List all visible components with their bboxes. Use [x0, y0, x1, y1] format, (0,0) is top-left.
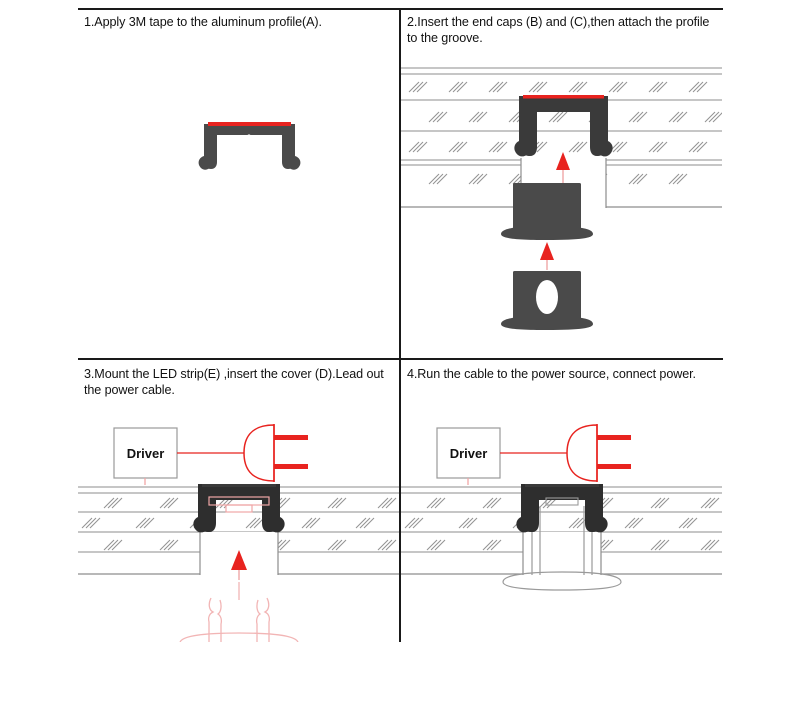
step-4-illustration: Driver — [401, 360, 722, 710]
plug-prong-top — [274, 435, 308, 440]
step-1-caption: 1.Apply 3M tape to the aluminum profile(… — [84, 15, 322, 29]
3m-tape-strip — [523, 95, 604, 99]
end-cap-c — [501, 271, 593, 330]
step-2-caption: 2.Insert the end caps (B) and (C),then a… — [407, 15, 710, 45]
install-arrow-up — [231, 550, 247, 580]
driver-label: Driver — [450, 446, 488, 461]
step-4-caption: 4.Run the cable to the power source, con… — [407, 367, 696, 381]
cable-hole — [536, 280, 558, 314]
completed-assembly — [502, 484, 622, 591]
cover-d-ghost — [179, 582, 299, 642]
step-3-illustration: Driver — [78, 360, 399, 710]
step-1-illustration — [78, 8, 399, 358]
step-3-caption: 3.Mount the LED strip(E) ,insert the cov… — [84, 367, 384, 397]
power-plug — [566, 424, 631, 482]
power-plug — [243, 424, 308, 482]
profile-with-led-strip — [193, 484, 285, 533]
frame-line-vertical — [399, 8, 401, 642]
step-panel-1: 1.Apply 3M tape to the aluminum profile(… — [78, 8, 399, 358]
led-strip-e — [545, 497, 579, 506]
driver-unit: Driver — [113, 427, 178, 479]
step-2-illustration — [401, 8, 722, 358]
driver-unit: Driver — [436, 427, 501, 479]
step-panel-4: 4.Run the cable to the power source, con… — [401, 360, 722, 642]
step-panel-2: 2.Insert the end caps (B) and (C),then a… — [401, 8, 722, 358]
plug-prong-bottom — [274, 464, 308, 469]
3m-tape-strip — [208, 122, 291, 126]
plug-prong-bottom — [597, 464, 631, 469]
step-panel-3: 3.Mount the LED strip(E) ,insert the cov… — [78, 360, 399, 642]
aluminum-profile-a — [198, 122, 301, 170]
steps-grid: 1.Apply 3M tape to the aluminum profile(… — [78, 8, 723, 642]
install-arrow-up-2 — [540, 242, 554, 270]
driver-label: Driver — [127, 446, 165, 461]
instruction-sheet: 1.Apply 3M tape to the aluminum profile(… — [78, 8, 723, 642]
plug-prong-top — [597, 435, 631, 440]
install-arrow-up-1 — [556, 152, 570, 183]
end-cap-b — [501, 183, 593, 240]
profile-in-groove — [514, 95, 613, 157]
